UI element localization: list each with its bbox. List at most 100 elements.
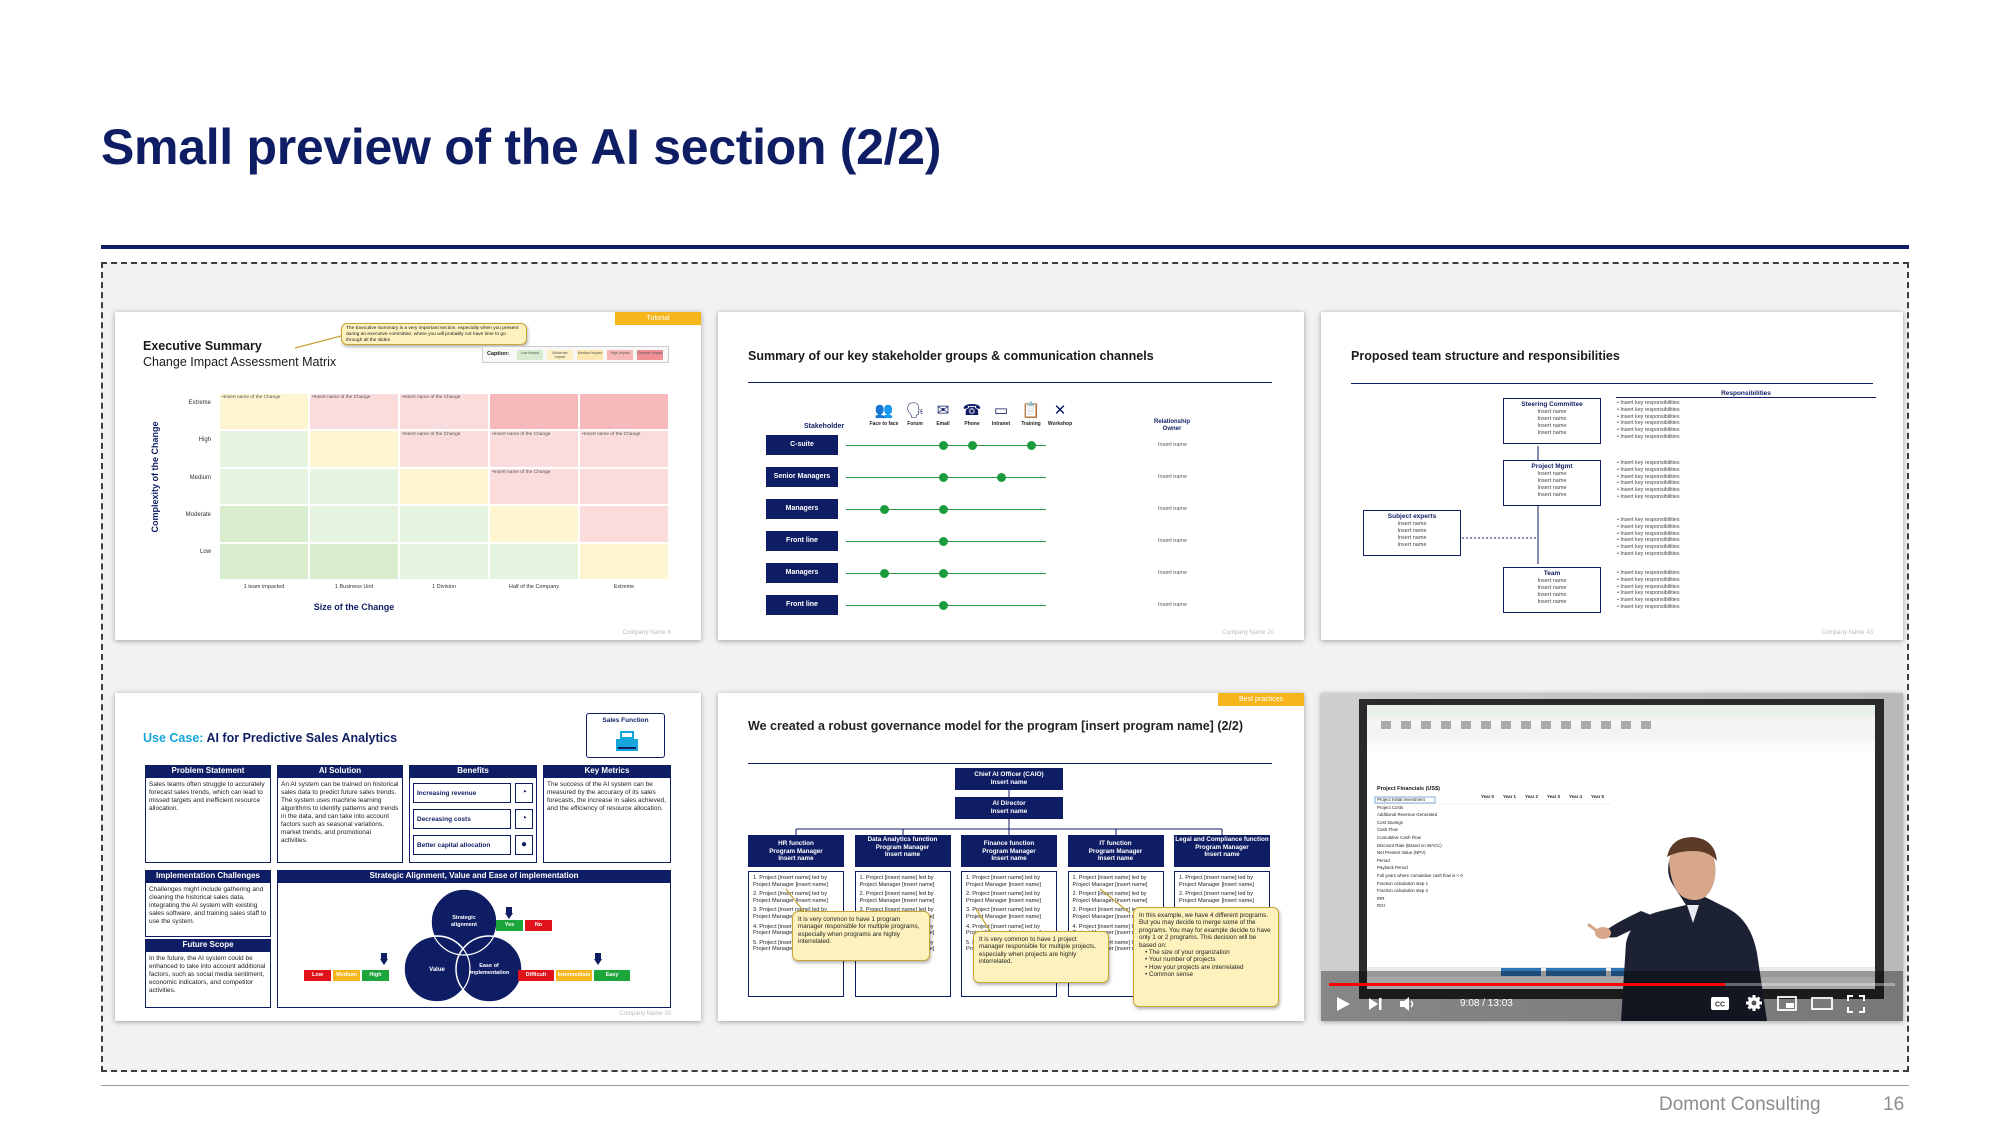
channel-dot <box>1027 441 1036 450</box>
channel-dot <box>939 569 948 578</box>
strategic-box <box>277 882 671 1008</box>
channel-dot <box>939 601 948 610</box>
col-label: 1 team impacted <box>243 584 285 590</box>
stakeholder-box: Front line <box>766 531 838 551</box>
caio-name: Insert name <box>990 779 1028 786</box>
project-manager-callout: It is very common to have 1 project mana… <box>973 931 1109 983</box>
responsibility-item: • Insert key responsibilities <box>1617 480 1680 487</box>
captions-icon[interactable]: CC <box>1710 996 1730 1011</box>
use-case-title: Use Case: AI for Predictive Sales Analyt… <box>143 731 397 745</box>
function-role: Program Manager <box>1088 847 1143 855</box>
matrix-cell-text: •Insert name of the Change <box>222 395 281 400</box>
org-box-title: Project Mgmt <box>1531 463 1573 470</box>
owner-name: Insert name <box>1158 602 1188 608</box>
volume-icon[interactable] <box>1399 996 1417 1012</box>
cash-register-icon <box>616 731 638 751</box>
caption-swatch: Low Impact <box>517 350 543 360</box>
row-label: Moderate <box>185 511 211 518</box>
responsibility-item: • Insert key responsibilities <box>1617 537 1680 544</box>
sheet-row: Payback Period <box>1377 865 1408 871</box>
preview-stakeholders[interactable]: Summary of our key stakeholder groups & … <box>718 312 1304 640</box>
row-label: High <box>198 437 211 444</box>
responsibility-item: • Insert key responsibilities <box>1617 551 1680 557</box>
video-player[interactable]: Project Financials (US$) Project Initial… <box>1321 693 1903 1021</box>
no-box: No <box>525 920 552 931</box>
responsibility-item: • Insert key responsibilities <box>1617 487 1680 494</box>
matrix-cell <box>309 505 399 543</box>
sheet-row: Cumulative Cash Flow <box>1377 835 1421 840</box>
preview-team-structure[interactable]: Proposed team structure and responsibili… <box>1321 312 1903 640</box>
next-icon[interactable] <box>1367 996 1383 1012</box>
caption-label: Caption: <box>487 351 510 357</box>
project-item: 3. Project [insert name] led by Project … <box>753 907 828 920</box>
monitor-icon: ▭ <box>993 401 1009 419</box>
stakeholder-box: C-suite <box>766 435 838 455</box>
channel-dot <box>939 473 948 482</box>
channel-dot <box>880 505 889 514</box>
matrix-cell <box>579 393 669 431</box>
sheet-year: Year 1 <box>1503 794 1516 799</box>
responsibility-item: • Insert key responsibilities <box>1617 604 1680 610</box>
footer-company: Domont Consulting <box>1659 1094 1821 1115</box>
caption-swatch: Extreme Impact <box>637 350 663 360</box>
org-box-item: Insert name <box>1537 471 1567 477</box>
miniplayer-icon[interactable] <box>1777 996 1797 1011</box>
fullscreen-icon[interactable] <box>1847 995 1865 1013</box>
circle-ease: Ease of implementation <box>468 963 510 976</box>
benefit-item: Decreasing costs <box>413 809 511 829</box>
matrix-cell-text: •Insert name of the Change <box>402 432 461 438</box>
owner-name: Insert name <box>1158 570 1188 576</box>
preview-governance[interactable]: Best practices We created a robust gover… <box>718 693 1304 1021</box>
function-role: Program Manager <box>769 847 823 855</box>
channel-dot <box>939 441 948 450</box>
programs-callout: In this example, we have 4 different pro… <box>1133 907 1279 1007</box>
responsibility-item: • Insert key responsibilities <box>1617 473 1680 480</box>
speaker-icon: 🗣 <box>905 401 925 419</box>
sheet-row: Cash Flow <box>1377 827 1398 833</box>
org-box-item: Insert name <box>1537 492 1567 498</box>
benefit-icon: ◔ <box>515 783 533 803</box>
use-case-prefix: Use Case: <box>143 731 204 745</box>
problem-head: Problem Statement <box>145 765 271 777</box>
preview-ai-use-case[interactable]: Use Case: AI for Predictive Sales Analyt… <box>115 693 701 1021</box>
channel-label: Workshop <box>1047 421 1073 427</box>
matrix-cell <box>489 505 579 543</box>
channel-dot <box>880 569 889 578</box>
sales-function-badge: Sales Function <box>586 713 665 758</box>
matrix-cell <box>219 430 309 468</box>
sheet-row: Fraction calculation step 1 <box>1377 880 1429 886</box>
challenges-text: Challenges might include gathering and c… <box>145 882 271 937</box>
row-label: Low <box>199 549 211 556</box>
project-item: 1. Project [insert name] led by Project … <box>966 875 1041 888</box>
benefits-box <box>409 777 537 863</box>
function-name: Finance function <box>983 840 1035 847</box>
preview-executive-summary[interactable]: Tutorial Executive Summary Change Impact… <box>115 312 701 640</box>
channel-label: Training <box>1021 421 1041 427</box>
svg-text:CC: CC <box>1715 1002 1725 1009</box>
matrix-cell <box>579 430 669 468</box>
title-rule <box>1351 383 1873 384</box>
video-progress-track[interactable] <box>1329 983 1895 986</box>
theater-icon[interactable] <box>1811 996 1833 1011</box>
video-frame <box>1321 693 1903 1021</box>
sheet-row: Fraction calculation step 2 <box>1377 888 1429 894</box>
sheet-year: Year 5 <box>1591 794 1604 799</box>
sheet-year: Year 3 <box>1547 794 1560 799</box>
callout-bullet: • Your number of projects <box>1145 956 1216 964</box>
play-icon[interactable] <box>1335 996 1351 1012</box>
benefits-head: Benefits <box>409 765 537 777</box>
team-title: Proposed team structure and responsibili… <box>1351 349 1620 363</box>
programs-callout-text: In this example, we have 4 different pro… <box>1139 912 1271 949</box>
callout-pointer <box>294 335 342 349</box>
org-box-item: Insert name <box>1537 478 1567 484</box>
org-box-item: Insert name <box>1397 528 1427 534</box>
governance-connectors <box>795 790 1223 835</box>
badge-label: Sales Function <box>602 717 649 724</box>
settings-icon[interactable] <box>1745 994 1763 1012</box>
future-text: In the future, the AI system could be en… <box>145 951 271 1008</box>
sheet-row: Period <box>1377 857 1390 863</box>
